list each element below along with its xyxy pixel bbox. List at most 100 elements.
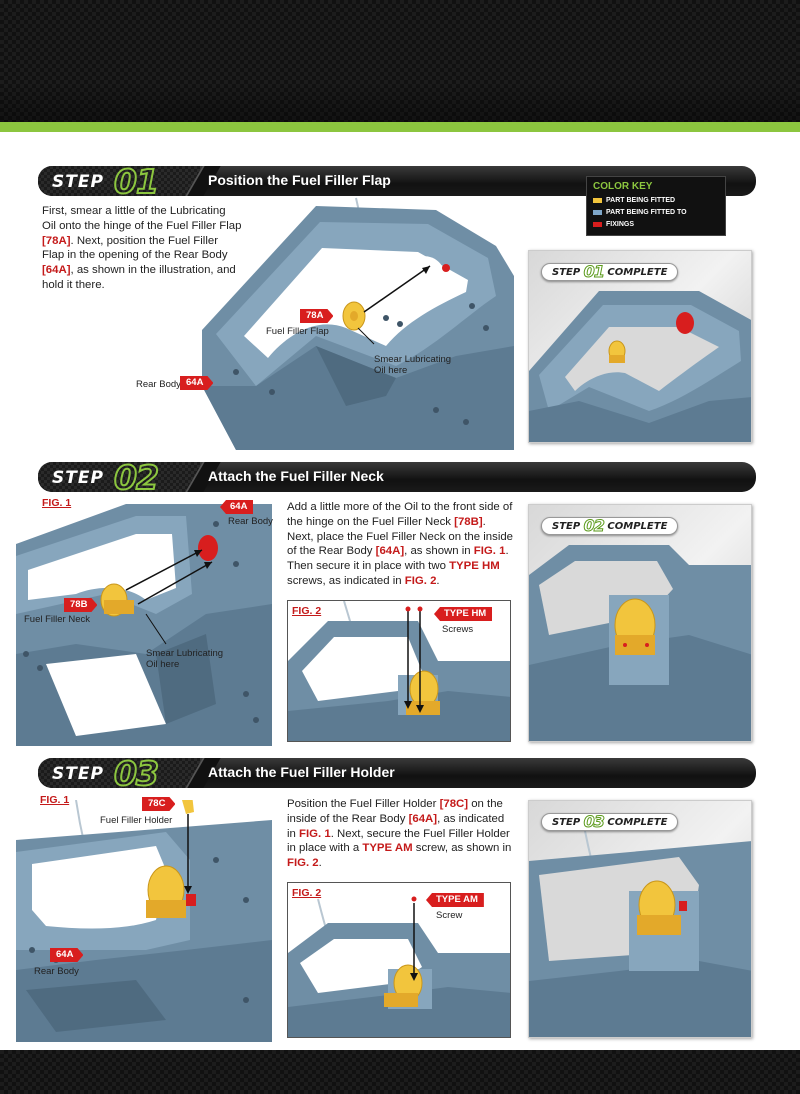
step-01-complete-panel: STEP 01 COMPLETE [528,250,752,443]
part-reference: [78B] [454,515,483,528]
step-02-badge: STEP 02 [38,462,200,492]
part-reference: [64A] [375,545,405,558]
fixing-hole [442,264,450,272]
text-run: on the inside of the Rear Body [287,798,503,825]
part-reference: [78A] [42,234,71,247]
complete-word: COMPLETE [607,521,668,532]
text-run: , as shown in [404,545,474,558]
step-01-title: Position the Fuel Filler Flap [208,172,391,188]
figure-reference: FIG. 2 [287,857,319,870]
figure-reference: FIG. 2 [404,574,437,587]
text-run: . Next, position the Fuel Filler Flap in… [42,234,228,262]
step-word: STEP [52,764,104,784]
step-02-complete-panel: STEP 02 COMPLETE [528,504,752,742]
step-03-fig-1-illustration [16,800,272,1042]
color-key-swatch-fitted-to [593,209,602,215]
step-03-complete-tag: STEP 03 COMPLETE [541,812,679,831]
text-run: Position the Fuel Filler Holder [287,798,440,810]
step-03-badge: STEP 03 [38,758,200,788]
part-reference: [64A] [408,812,438,825]
step-word: STEP [552,817,581,828]
text-run: . [436,574,440,587]
step-number: 01 [583,262,605,281]
step-01-illustration [196,196,514,450]
fig-2-label: FIG. 2 [292,887,322,899]
color-key-label: FIXINGS [606,220,635,228]
step-number: 01 [113,166,160,196]
screw-name-label: Screws [442,624,474,635]
step-word: STEP [52,468,104,488]
text-run: , as shown in the illustration, and hold… [42,264,236,291]
part-code-78c: 78C [142,797,175,811]
fig-1-label: FIG. 1 [40,794,70,806]
step-03-title: Attach the Fuel Filler Holder [208,764,395,780]
screw-reference: TYPE AM [362,842,413,855]
color-key-row: PART BEING FITTED [593,194,719,206]
screw-type-tag: TYPE AM [426,893,484,907]
completed-assembly-illustration [529,545,751,741]
complete-word: COMPLETE [607,817,668,828]
completed-assembly-illustration [529,291,751,442]
screw-fitting-illustration [288,896,510,1037]
screw-reference: TYPE HM [449,560,500,573]
step-02-fig-1-illustration [16,504,272,746]
smear-oil-label: Smear Lubricating Oil here [374,354,452,376]
rear-body-label: Rear Body [136,379,181,390]
rear-body-illustration [16,800,272,1042]
text-run: screw, as shown in [412,842,512,855]
body-code-64a: 64A [220,500,254,514]
color-key-swatch-fixings [593,221,602,227]
rear-body-label: Rear Body [228,516,273,527]
color-key-row: FIXINGS [593,218,719,230]
header-green-stripe [0,122,800,132]
color-key: COLOR KEY PART BEING FITTED PART BEING F… [586,176,726,236]
screw-name-label: Screw [436,910,463,921]
rear-body-illustration [202,197,514,450]
step-number: 03 [113,758,160,788]
figure-reference: FIG. 1 [299,827,331,840]
step-number: 03 [583,812,605,831]
color-key-title: COLOR KEY [593,181,653,192]
part-code-78a: 78A [300,309,333,323]
part-name-label: Fuel Filler Holder [100,815,173,826]
step-word: STEP [552,521,581,532]
figure-reference: FIG. 1 [473,545,506,558]
rear-body-illustration [16,504,272,746]
text-run: . Then secure it in place with two [287,545,509,573]
text-run: , as indicated in [287,812,505,840]
part-code-78b: 78B [64,598,97,612]
fig-2-label: FIG. 2 [292,605,322,617]
step-02-header: STEP 02 Attach the Fuel Filler Neck [38,462,756,492]
step-03-complete-panel: STEP 03 COMPLETE [528,800,752,1038]
color-key-label: PART BEING FITTED [606,196,676,204]
footer-carbon-band [0,1050,800,1094]
body-code-64a: 64A [50,948,83,962]
text-run: Add a little more of the Oil to the fron… [287,501,513,528]
step-number: 02 [583,516,605,535]
color-key-row: PART BEING FITTED TO [593,206,719,218]
complete-word: COMPLETE [607,267,668,278]
step-02-fig-2: FIG. 2 TYPE HM Screws [287,600,511,742]
header-carbon-band [0,0,800,122]
color-key-label: PART BEING FITTED TO [606,208,687,216]
text-run: First, smear a little of the Lubricating… [42,205,242,232]
step-01-instructions: First, smear a little of the Lubricating… [42,204,242,293]
part-reference: [78C] [439,798,469,810]
screw-type-tag: TYPE HM [434,607,493,621]
step-word: STEP [552,267,581,278]
text-run: . [318,857,322,870]
smear-oil-label: Smear Lubricating Oil here [146,648,224,670]
completed-assembly-illustration [529,830,751,1037]
body-code-64a: 64A [180,376,213,390]
step-number: 02 [113,462,160,492]
text-run: . Next, place the Fuel Filler Neck on th… [287,515,514,558]
step-02-complete-tag: STEP 02 COMPLETE [541,516,679,535]
step-02-title: Attach the Fuel Filler Neck [208,468,384,484]
color-key-swatch-fitted [593,197,602,203]
text-run: . Next, secure the Fuel Filler Holder in… [287,827,510,855]
rear-body-label: Rear Body [34,966,79,977]
text-run: screws, as indicated in [287,574,405,587]
step-01-complete-tag: STEP 01 COMPLETE [541,262,679,281]
part-reference: [64A] [42,264,71,277]
part-name-label: Fuel Filler Neck [24,614,90,625]
